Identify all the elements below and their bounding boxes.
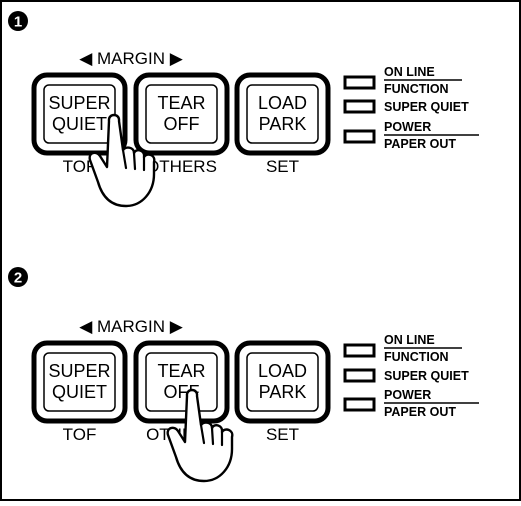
- button-label-line2: QUIET: [52, 114, 107, 134]
- super-quiet-label: SUPER QUIET: [384, 100, 469, 114]
- button-label-line1: TEAR: [157, 361, 205, 381]
- indicator-super-quiet: SUPER QUIET: [345, 100, 469, 114]
- led-online: [345, 77, 374, 88]
- button-label-line1: SUPER: [48, 93, 110, 113]
- indicator-super-quiet: SUPER QUIET: [345, 369, 469, 383]
- margin-label: ◀ MARGIN ▶: [79, 49, 184, 68]
- button-label-line1: LOAD: [258, 361, 307, 381]
- power-label: POWER: [384, 120, 431, 134]
- paper-out-label: PAPER OUT: [384, 405, 456, 419]
- paper-out-label: PAPER OUT: [384, 137, 456, 151]
- led-super-quiet: [345, 101, 374, 112]
- button-label-line1: LOAD: [258, 93, 307, 113]
- tof-label: TOF: [63, 425, 97, 444]
- button-label-line2: PARK: [259, 114, 307, 134]
- tear-off-button[interactable]: TEAR OFF: [136, 75, 227, 153]
- online-label: ON LINE: [384, 65, 435, 79]
- led-super-quiet: [345, 370, 374, 381]
- power-label: POWER: [384, 388, 431, 402]
- step-number-1: 1: [14, 14, 22, 31]
- button-label-line2: OFF: [164, 114, 200, 134]
- button-label-line1: SUPER: [48, 361, 110, 381]
- load-park-button[interactable]: LOAD PARK: [237, 75, 328, 153]
- button-label-line2: PARK: [259, 382, 307, 402]
- load-park-button[interactable]: LOAD PARK: [237, 343, 328, 421]
- tear-off-button[interactable]: TEAR OFF: [136, 343, 227, 421]
- set-label: SET: [266, 157, 299, 176]
- step-number-2: 2: [14, 270, 22, 287]
- button-label-line1: TEAR: [157, 93, 205, 113]
- function-label: FUNCTION: [384, 82, 449, 96]
- led-online: [345, 345, 374, 356]
- margin-label: ◀ MARGIN ▶: [79, 317, 184, 336]
- function-label: FUNCTION: [384, 350, 449, 364]
- led-power: [345, 399, 374, 410]
- set-label: SET: [266, 425, 299, 444]
- super-quiet-label: SUPER QUIET: [384, 369, 469, 383]
- others-label: OTHERS: [146, 157, 217, 176]
- online-label: ON LINE: [384, 333, 435, 347]
- led-power: [345, 131, 374, 142]
- button-label-line2: QUIET: [52, 382, 107, 402]
- super-quiet-button[interactable]: SUPER QUIET: [34, 343, 125, 421]
